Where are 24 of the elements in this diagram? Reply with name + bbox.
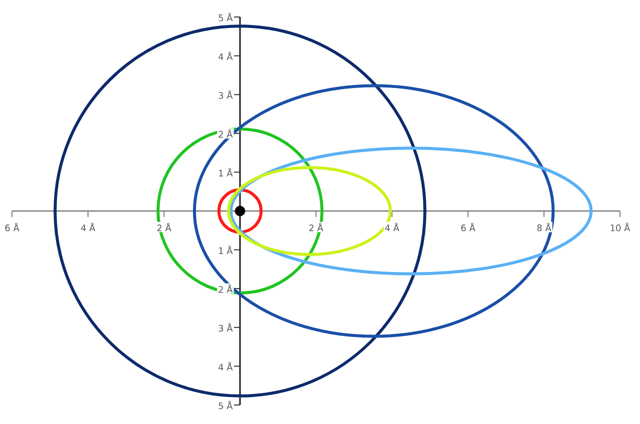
tick-label: 4 Å: [384, 222, 400, 232]
tick-label: 10 Å: [608, 222, 632, 232]
tick-label: 4 Å: [217, 361, 234, 372]
orbit-ellipse: [227, 166, 392, 256]
tick-label: 3 Å: [217, 322, 234, 333]
tick-label: 2 Å: [156, 222, 172, 232]
orbit-circle: [217, 188, 263, 234]
tick-label: 4 Å: [217, 50, 234, 61]
tick-label: 1 Å: [217, 244, 234, 255]
tick-label: 6 Å: [4, 222, 20, 232]
tick-label: 2 Å: [308, 222, 324, 232]
tick-label: 8 Å: [536, 222, 552, 232]
nucleus-dot: [234, 206, 246, 216]
tick-label: 5 Å: [217, 12, 234, 22]
tick-label: 6 Å: [460, 222, 476, 232]
tick-label: 3 Å: [217, 89, 234, 100]
orbit-ellipse: [192, 84, 555, 338]
orbit-circle: [54, 24, 426, 398]
tick-label: 5 Å: [217, 400, 234, 410]
orbit-circle: [156, 128, 324, 294]
tick-label: 2 Å: [217, 128, 234, 139]
tick-label: 1 Å: [217, 167, 234, 178]
tick-label: 2 Å: [217, 283, 234, 294]
tick-label: 4 Å: [80, 222, 96, 232]
